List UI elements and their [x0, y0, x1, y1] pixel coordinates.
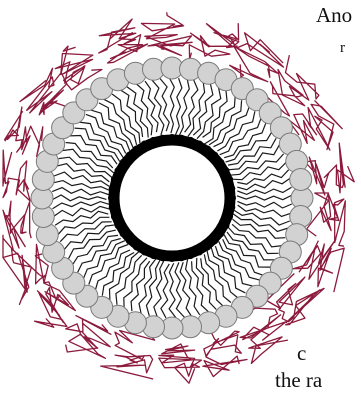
inner-ring-bump [115, 167, 123, 175]
inner-ring-bump [115, 221, 123, 229]
lipid-tail [75, 128, 120, 161]
inner-ring-bump [141, 141, 149, 149]
inner-ring-bump [228, 194, 236, 202]
inner-ring-bump [222, 221, 230, 229]
inner-ring-bump [111, 213, 119, 221]
inner-ring-bump [159, 253, 167, 261]
lipid-tail [233, 214, 288, 232]
lipid-tail [197, 87, 221, 138]
lipid-tail [83, 241, 125, 279]
inner-ring-bump [217, 229, 225, 237]
inner-ring-bump [210, 236, 218, 244]
lipid-tail [120, 90, 143, 137]
lipid-tail [99, 103, 133, 148]
lipid-tail [89, 244, 129, 284]
inner-ring-bump [177, 135, 185, 143]
inner-ring-bump [150, 137, 158, 145]
lipid-tail [196, 258, 216, 310]
inner-ring-bump [203, 243, 211, 251]
lipid-tail [219, 241, 260, 280]
inner-ring-bump [187, 251, 195, 259]
inner-ring-bump [120, 159, 128, 167]
inner-ring-bump [225, 213, 233, 221]
lipid-tail [237, 195, 292, 200]
text-fragment-top-small: r [340, 41, 345, 56]
inner-ring-bump [227, 185, 235, 193]
lipid-tail [146, 260, 160, 316]
lipid-tail [201, 258, 224, 306]
inner-ring-bump [133, 243, 141, 251]
inner-ring-bump [126, 236, 134, 244]
text-fragment-bottom-1: c [297, 343, 306, 364]
lipid-tail [161, 264, 169, 318]
text-fragment-top: Ano [316, 5, 352, 26]
lipid-tail [127, 87, 148, 138]
lipid-tail [52, 195, 106, 201]
lipid-tail [209, 100, 242, 145]
inner-ring-bump [111, 176, 119, 184]
inner-ring-bump [203, 146, 211, 154]
inner-ring-bump [150, 251, 158, 259]
inner-ring-bump [109, 185, 117, 193]
lipid-tail [217, 111, 255, 151]
inner-ring-bump [168, 134, 176, 142]
inner-ring-bump [177, 253, 185, 261]
inner-ring-bump [159, 135, 167, 143]
inner-ring-bump [195, 248, 203, 256]
lipid-tail [220, 118, 262, 155]
inner-ring-bump [141, 248, 149, 256]
lipid-headgroup [290, 169, 312, 191]
inner-ring-bump [109, 203, 117, 211]
lipid-tail [160, 79, 169, 132]
inner-ring-bump [120, 229, 128, 237]
lipid-tail [230, 154, 284, 175]
inner-ring-bump [108, 194, 116, 202]
lipid-tail [203, 91, 228, 138]
polymer-chain [99, 19, 148, 63]
lipid-tail [91, 110, 130, 151]
polymer-chain [3, 201, 31, 258]
inner-core [108, 134, 236, 262]
lipid-tail [60, 222, 111, 242]
inner-ring-bump [222, 167, 230, 175]
polymer-chain [5, 107, 43, 156]
polymer-chain [159, 344, 202, 383]
lipid-tail [124, 258, 147, 308]
lipid-tail [188, 82, 205, 136]
lipid-tail [237, 201, 291, 208]
inner-ring-bump [210, 152, 218, 160]
inner-ring-bump [133, 146, 141, 154]
inner-ring-bump [187, 137, 195, 145]
inner-ring-bump [225, 176, 233, 184]
polymer-chain [66, 316, 111, 359]
lipid-tail [139, 259, 156, 314]
lipid-tail [214, 106, 250, 146]
polymer-chain [305, 143, 354, 195]
polymer-chain [101, 331, 155, 380]
lipid-tail [79, 122, 123, 158]
lipid-tail [175, 78, 182, 135]
inner-ring-bump [217, 159, 225, 167]
lipid-tail [53, 206, 110, 216]
inner-ring-bump [195, 141, 203, 149]
polymer-chain [141, 12, 192, 55]
lipid-tail [86, 114, 126, 153]
polymer-chain [189, 23, 239, 60]
lipid-tail [52, 188, 109, 195]
inner-ring-bump [168, 254, 176, 262]
inner-ring-bump [126, 152, 134, 160]
polymer-chain [3, 150, 30, 201]
inner-ring-bump [227, 203, 235, 211]
text-fragment-bottom-2: the ra [275, 370, 322, 391]
lipid-tail [169, 78, 174, 133]
polymer-chain [20, 68, 68, 115]
